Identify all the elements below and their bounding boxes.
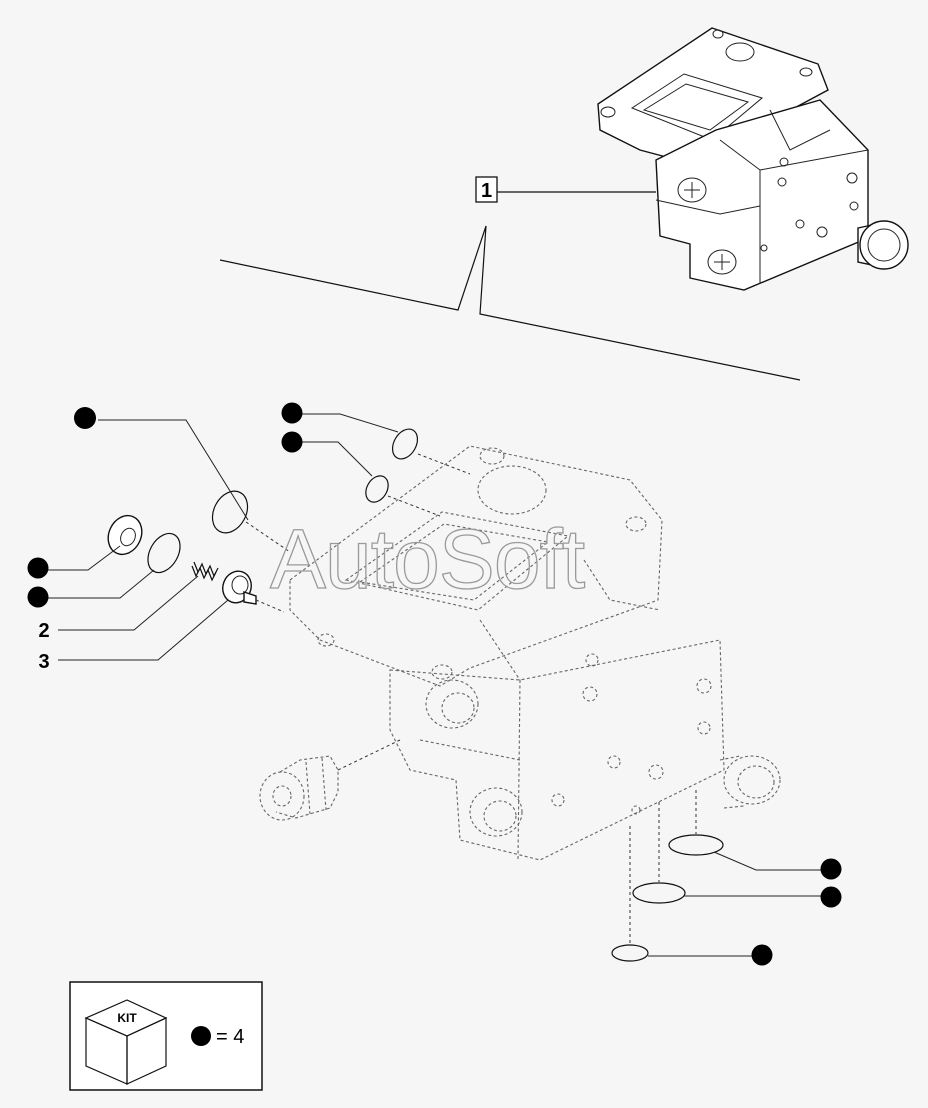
kit-bullet-icon (281, 402, 303, 424)
assembly-view (597, 27, 909, 291)
kit-legend-box (69, 981, 263, 1091)
o-ring-lower-3 (611, 944, 649, 962)
kit-bullet-icon (281, 431, 303, 453)
break-line (219, 225, 801, 381)
kit-bullet-icon (820, 886, 842, 908)
kit-bullet-icon (191, 1026, 211, 1046)
kit-bullet-icon (751, 944, 773, 966)
callout-label-1: 1 (481, 180, 492, 202)
o-ring-upper-2 (365, 475, 389, 503)
o-ring-upper-1 (391, 428, 419, 460)
o-ring-lower-1 (668, 834, 724, 856)
o-ring-large (211, 490, 249, 534)
kit-count: = 4 (216, 1026, 244, 1048)
kit-cube-icon (84, 999, 168, 1085)
part-label-2: 2 (38, 620, 49, 642)
spring (191, 561, 219, 582)
kit-bullet-icon (820, 858, 842, 880)
kit-box-label: KIT (117, 1011, 137, 1025)
callout-box-1 (475, 176, 498, 203)
poppet-valve (222, 570, 285, 613)
callout-1: 1 (475, 176, 656, 203)
main-body-ghost (289, 445, 781, 861)
watermark: AutoSoft (270, 512, 585, 606)
washer (107, 514, 143, 556)
plug-fitting (259, 739, 401, 821)
kit-bullet-icon (27, 557, 49, 579)
kit-bullet-icon (27, 586, 49, 608)
kit-bullet-icon (74, 407, 96, 429)
o-ring-lower-2 (632, 882, 686, 904)
kit-bullets (27, 402, 842, 966)
kit-legend: KIT = 4 (69, 981, 263, 1091)
part-label-3: 3 (38, 651, 49, 673)
leaders (48, 413, 822, 957)
o-ring-small (147, 532, 181, 574)
